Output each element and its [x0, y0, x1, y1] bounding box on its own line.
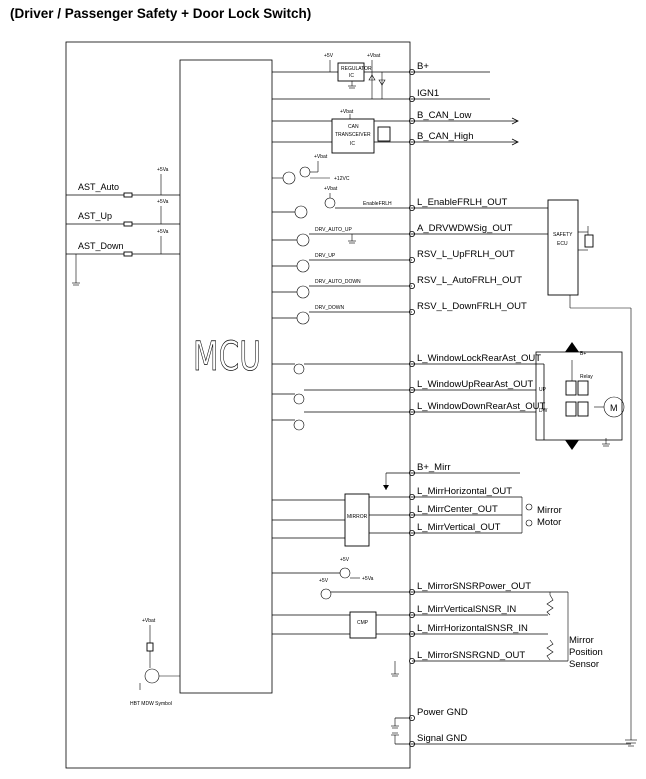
pin-label-9: L_WindowLockRearAst_OUT: [417, 353, 541, 364]
sensor-5v-label-2: +5V: [319, 578, 329, 584]
sensor-cmp-ic: [349, 611, 377, 639]
regulator-ic: [337, 62, 365, 82]
pin-label-6: RSV_L_UpFRLH_OUT: [417, 249, 515, 260]
safety-ecu-box: [547, 199, 579, 296]
mirror-sensor-line3: Sensor: [569, 659, 599, 670]
pin-label-18: L_MirrHorizontalSNSR_IN: [417, 623, 528, 634]
down-arrow-icon: [565, 440, 579, 450]
motor-symbol: M: [610, 403, 618, 413]
mcu-block: [179, 59, 273, 694]
drv-down-label: DRV_DOWN: [315, 305, 344, 311]
ast-up-5va: +5Va: [157, 199, 169, 205]
safety-ecu-sub: ECU: [557, 241, 568, 247]
can-transceiver-ic: [331, 118, 375, 154]
sensor-resistor-1: [546, 594, 554, 616]
can-vbat-label: +Vbat: [340, 109, 354, 115]
pin-label-3: B_CAN_High: [417, 131, 474, 142]
pin-label-5: A_DRVWDWSig_OUT: [417, 223, 513, 234]
relay-bplus: B+: [580, 351, 586, 357]
sensor-5v-label: +5V: [340, 557, 350, 563]
pin-label-1: IGN1: [417, 88, 439, 99]
pin-label-12: B+_Mirr: [417, 462, 451, 473]
hbt-symbol-icon: [144, 668, 160, 684]
pin-label-16: L_MirrorSNSRPower_OUT: [417, 581, 531, 592]
vbat-label-1: +Vbat: [314, 154, 328, 160]
v12-label: +12VC: [334, 176, 350, 182]
drv-auto-down-label: DRV_AUTO_DOWN: [315, 279, 361, 285]
pin-label-7: RSV_L_AutoFRLH_OUT: [417, 275, 522, 286]
connector-pins: B+ IGN1B_CAN_LowB_CAN_HighL_EnableFRLH_OU…: [408, 61, 545, 748]
pin-label-14: L_MirrCenter_OUT: [417, 504, 498, 515]
can-label: CAN: [348, 124, 359, 130]
pin-label-8: RSV_L_DownFRLH_OUT: [417, 301, 527, 312]
mirror-motor-icon-2: [525, 519, 533, 527]
vbat-bottom-label: +Vbat: [142, 618, 156, 624]
pin-label-11: L_WindowDownRearAst_OUT: [417, 401, 545, 412]
pin-label-20: Power GND: [417, 707, 468, 718]
regulator-sub: IC: [349, 73, 354, 79]
module-border: [65, 41, 411, 769]
mirror-driver-ic: [344, 493, 370, 547]
drv-auto-up-label: DRV_AUTO_UP: [315, 227, 352, 233]
pin-label-13: L_MirrHorizontal_OUT: [417, 486, 512, 497]
pin-label-0: B+: [417, 61, 429, 72]
regulator-label: REGULATOR: [341, 66, 372, 72]
sensor-resistor-2: [546, 639, 554, 661]
mirror-sensor-line2: Position: [569, 647, 603, 658]
ast-down-label: AST_Down: [78, 241, 124, 251]
vbat-label-2: +Vbat: [324, 186, 338, 192]
pin-label-15: L_MirrVertical_OUT: [417, 522, 501, 533]
can-ic-label: IC: [350, 141, 355, 147]
regulator-5v-label: +5V: [324, 53, 334, 59]
mirror-motor-line1: Mirror: [537, 505, 562, 516]
pin-label-10: L_WindowUpRearAst_OUT: [417, 379, 533, 390]
pin-label-21: Signal GND: [417, 733, 467, 744]
page-title: (Driver / Passenger Safety + Door Lock S…: [10, 6, 312, 21]
drv-up-label: DRV_UP: [315, 253, 336, 259]
mcu-label: MCU: [193, 334, 261, 380]
relay-up-label: UP: [539, 387, 547, 393]
pin-label-17: L_MirrVerticalSNSR_IN: [417, 604, 516, 615]
enablefrlh-label: EnableFRLH: [363, 201, 392, 207]
ast-auto-5va: +5Va: [157, 167, 169, 173]
hbt-label: HBT MDW Symbol: [130, 701, 172, 707]
pin-label-19: L_MirrorSNSRGND_OUT: [417, 650, 525, 661]
relay-label: Relay: [580, 374, 593, 380]
can-sub-label: TRANSCEIVER: [335, 132, 371, 138]
up-arrow-icon: [565, 342, 579, 352]
pin-label-4: L_EnableFRLH_OUT: [417, 197, 507, 208]
relay-dw-label: DW: [539, 408, 548, 414]
mirror-motor-line2: Motor: [537, 517, 561, 528]
sensor-cmp-label: CMP: [357, 620, 369, 626]
regulator-vbat-label: +Vbat: [367, 53, 381, 59]
mirror-sensor-line1: Mirror: [569, 635, 594, 646]
drv-transistors: [296, 233, 310, 325]
ast-up-label: AST_Up: [78, 211, 112, 221]
sensor-5va-label: +5Va: [362, 576, 374, 582]
mirror-driver-label: MIRROR: [347, 514, 368, 520]
pin-label-2: B_CAN_Low: [417, 110, 472, 121]
relay-box: [535, 351, 623, 441]
mirror-motor-icon-1: [525, 503, 533, 511]
ast-down-5va: +5Va: [157, 229, 169, 235]
safety-ecu-label: SAFETY: [553, 232, 573, 238]
ast-auto-label: AST_Auto: [78, 182, 119, 192]
